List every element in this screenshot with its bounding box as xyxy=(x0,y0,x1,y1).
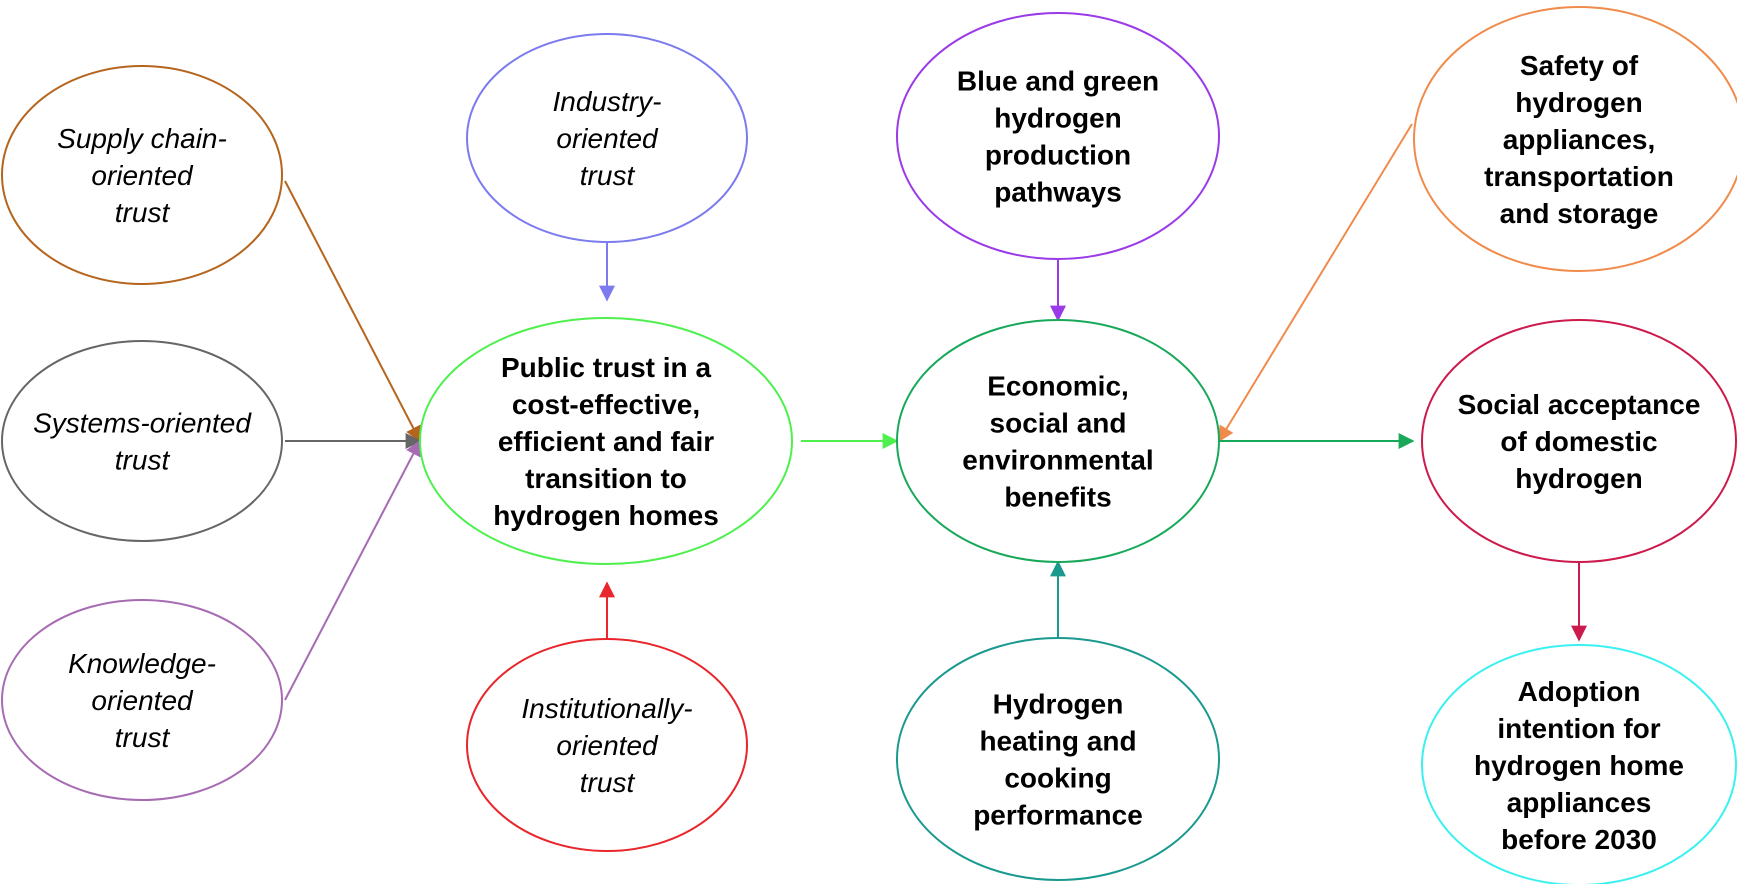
arrow-safety-to-benefits xyxy=(1218,123,1413,443)
node-label-line: hydrogen home xyxy=(1474,750,1684,781)
node-ellipse xyxy=(419,317,793,565)
node-ellipse xyxy=(1413,6,1737,272)
node-institutional: Institutionally-oriented trust xyxy=(466,638,748,852)
node-label-line: hydrogen xyxy=(1515,87,1643,118)
node-label-line: appliances xyxy=(1507,787,1652,818)
node-label-line: Blue and green xyxy=(957,66,1159,97)
node-label-line: pathways xyxy=(994,177,1122,208)
node-ellipse xyxy=(1,599,283,801)
node-label-line: Safety of xyxy=(1520,50,1639,81)
node-ellipse xyxy=(1421,644,1737,884)
node-ellipse xyxy=(1421,319,1737,563)
node-label-line: trust xyxy=(115,722,171,753)
nodes-layer: Supply chain-orientedtrustSystems-orient… xyxy=(1,6,1737,884)
node-label-line: intention for xyxy=(1497,713,1660,744)
node-label-line: oriented xyxy=(556,730,659,761)
node-production: Blue and green hydrogen production pathways xyxy=(896,12,1220,260)
node-label-line: Economic, xyxy=(987,371,1129,402)
node-public-trust: Public trust in a cost-effective, efficien… xyxy=(419,317,793,565)
node-label-line: of domestic xyxy=(1500,426,1657,457)
node-label-line: hydrogen xyxy=(1515,463,1643,494)
node-label-line: Supply chain- xyxy=(57,123,227,154)
node-ellipse xyxy=(896,12,1220,260)
node-label-line: Public trust in a xyxy=(501,352,711,383)
node-label-line: trust xyxy=(580,160,636,191)
node-label-line: performance xyxy=(973,800,1143,831)
node-ellipse xyxy=(466,33,748,243)
node-label-line: trust xyxy=(580,767,636,798)
node-label-line: heating and xyxy=(979,726,1136,757)
node-label-line: oriented xyxy=(91,160,194,191)
edges-layer xyxy=(284,123,1587,701)
node-ellipse xyxy=(466,638,748,852)
node-label-line: hydrogen homes xyxy=(493,500,719,531)
arrow-supply-chain-to-public-trust xyxy=(284,180,421,443)
node-label-line: production xyxy=(985,140,1131,171)
node-label-line: appliances, xyxy=(1503,124,1656,155)
node-label-line: Systems-oriented xyxy=(33,408,252,439)
node-systems: Systems-oriented trust xyxy=(1,340,283,542)
node-label-line: trust xyxy=(115,445,171,476)
node-label-line: trust xyxy=(115,197,171,228)
node-industry: Industry-oriented trust xyxy=(466,33,748,243)
node-acceptance: Social acceptance of domestic hydrogen xyxy=(1421,319,1737,563)
node-label-line: transition to xyxy=(525,463,687,494)
node-label-line: Industry- xyxy=(553,86,662,117)
node-label-line: Adoption xyxy=(1518,676,1641,707)
node-ellipse xyxy=(1,340,283,542)
node-heating: Hydrogen heating and cooking performance xyxy=(896,637,1220,881)
node-label-line: oriented xyxy=(91,685,194,716)
node-supply-chain: Supply chain-oriented trust xyxy=(1,65,283,285)
node-label-line: environmental xyxy=(962,445,1153,476)
node-label-line: Hydrogen xyxy=(993,689,1124,720)
node-label-line: cooking xyxy=(1004,763,1111,794)
node-label-line: before 2030 xyxy=(1501,824,1657,855)
node-label-line: Social acceptance xyxy=(1458,389,1701,420)
node-ellipse xyxy=(1,65,283,285)
node-safety: Safety of hydrogen appliances, transportati… xyxy=(1413,6,1737,272)
node-label-line: transportation xyxy=(1484,161,1674,192)
node-label-line: Institutionally- xyxy=(521,693,692,724)
node-knowledge: Knowledge-oriented trust xyxy=(1,599,283,801)
node-label-line: oriented xyxy=(556,123,659,154)
node-label-line: social and xyxy=(990,408,1127,439)
node-label-line: efficient and fair xyxy=(498,426,714,457)
node-ellipse xyxy=(896,637,1220,881)
node-label-line: Knowledge- xyxy=(68,648,216,679)
node-label-line: benefits xyxy=(1004,482,1111,513)
arrow-knowledge-to-public-trust xyxy=(284,439,421,701)
node-adoption: Adoption intention for hydrogen home applia… xyxy=(1421,644,1737,884)
node-label-line: hydrogen xyxy=(994,103,1122,134)
node-label-line: cost-effective, xyxy=(512,389,700,420)
node-ellipse xyxy=(896,319,1220,563)
node-benefits: Economic, social and environmental benefits xyxy=(896,319,1220,563)
node-label-line: and storage xyxy=(1500,198,1659,229)
